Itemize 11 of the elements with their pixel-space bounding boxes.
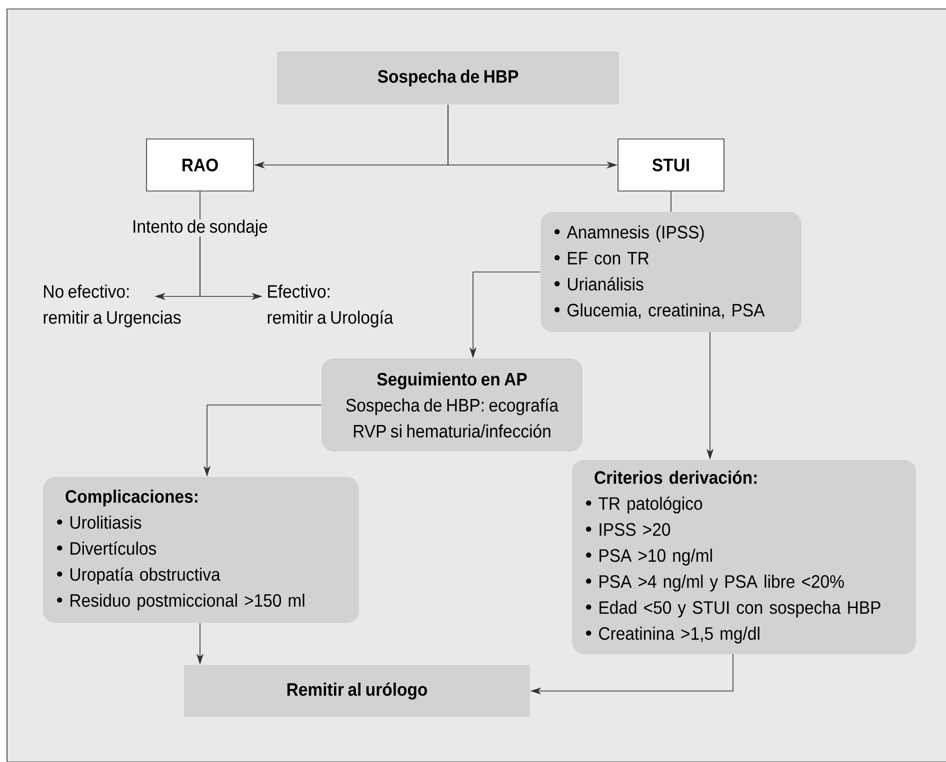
process-box: STUI bbox=[618, 138, 724, 192]
outcome-text: No efectivo: remitir a Urgencias bbox=[42, 284, 182, 328]
checklist-box: Anamnesis (IPSS) EF con TR Urianálisis Glucemia, creatinina, PSA bbox=[540, 212, 802, 332]
checklist-box: Complicaciones: Urolitiasis Divertículos Uropatía obstructiva Residuo postmiccional >150 ml bbox=[43, 477, 359, 623]
process-box: Sospecha de HBP bbox=[277, 52, 619, 104]
process-box: Seguimiento en AP Sospecha de HBP: ecografía RVP si hematuria/infección bbox=[322, 358, 582, 452]
step-text: Intento de sondaje bbox=[132, 220, 268, 236]
checklist-box: Criterios derivación: TR patológico IPSS >20 PSA >10 ng/ml PSA >4 ng/ml y PSA libre <20% Edad <50 y STUI con sospecha HBP Creatinina >1,5 mg/dl bbox=[572, 460, 916, 654]
process-box: Remitir al urólogo bbox=[184, 665, 530, 717]
process-box: RAO bbox=[146, 138, 254, 192]
outcome-text: Efectivo: remitir a Urología bbox=[266, 284, 394, 328]
